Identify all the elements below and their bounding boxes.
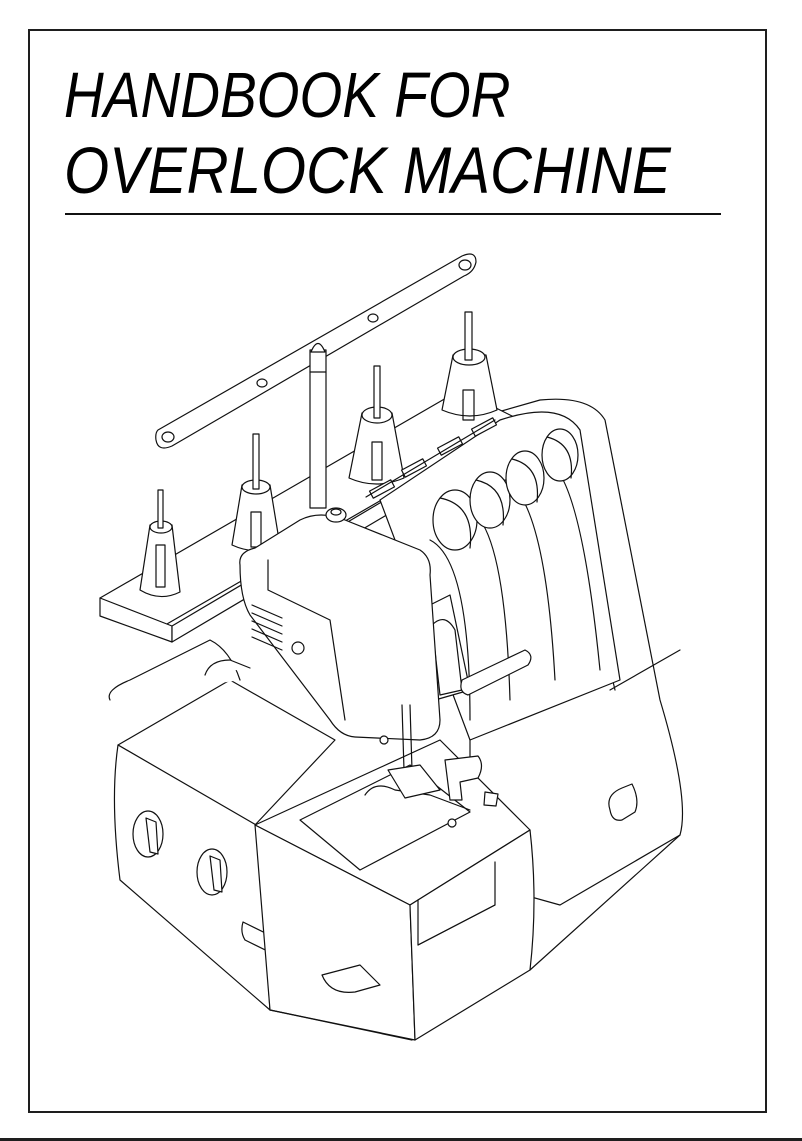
- spool-pin-2: [232, 434, 280, 551]
- title-line-1: HANDBOOK FOR: [64, 59, 511, 131]
- screw-icon: [292, 642, 304, 654]
- foot-bump: [322, 965, 380, 992]
- tension-dial-2: [470, 472, 510, 528]
- spool-pin-3: [349, 366, 404, 484]
- upper-knife: [445, 756, 482, 800]
- tension-dial-3: [506, 451, 544, 505]
- thread-tree-pole: [310, 344, 326, 509]
- spool-pin-4: [442, 312, 497, 420]
- vent-slots-icon: [252, 605, 282, 650]
- spool-pin-1: [140, 490, 180, 597]
- handwheel-grip-icon: [609, 784, 637, 820]
- front-base-right: [205, 660, 680, 1040]
- title-line-2: OVERLOCK MACHINE: [64, 133, 671, 207]
- page-bottom-edge: [0, 1138, 802, 1141]
- page-frame: [28, 29, 767, 1113]
- presser-foot: [380, 705, 498, 806]
- screw-icon: [448, 819, 456, 827]
- front-cover: [240, 508, 440, 740]
- title-underline: [65, 213, 721, 215]
- tension-dial-4: [542, 429, 578, 481]
